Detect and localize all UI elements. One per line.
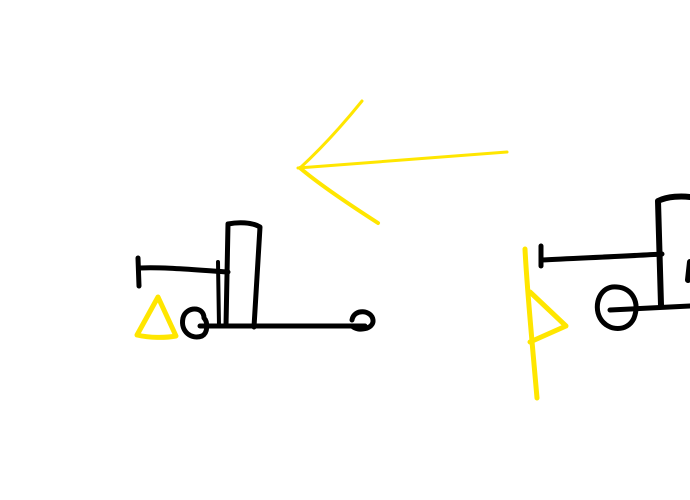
- arrow-head-upper: [298, 99, 364, 170]
- arrow-head-lower: [298, 166, 380, 225]
- right-machine-wheel: [594, 284, 639, 331]
- arrow-shaft: [296, 150, 509, 170]
- left-triangle: [134, 294, 179, 340]
- left-machine-inner-post: [216, 260, 221, 328]
- right-machine-base: [607, 303, 690, 313]
- right-marker-line: [522, 246, 540, 401]
- arrow-left: [296, 99, 509, 225]
- left-machine-top-bar: [137, 265, 231, 275]
- left-machine-end-loop: [349, 309, 376, 332]
- right-machine-tower: [655, 193, 690, 308]
- left-machine-left-post: [135, 255, 142, 289]
- left-machine: [135, 220, 376, 340]
- right-machine: [538, 193, 690, 331]
- right-marker: [522, 246, 569, 401]
- right-machine-top-bar: [538, 251, 665, 263]
- left-machine-wheel: [180, 306, 210, 340]
- right-marker-triangle: [527, 289, 569, 345]
- left-machine-tower: [223, 220, 263, 330]
